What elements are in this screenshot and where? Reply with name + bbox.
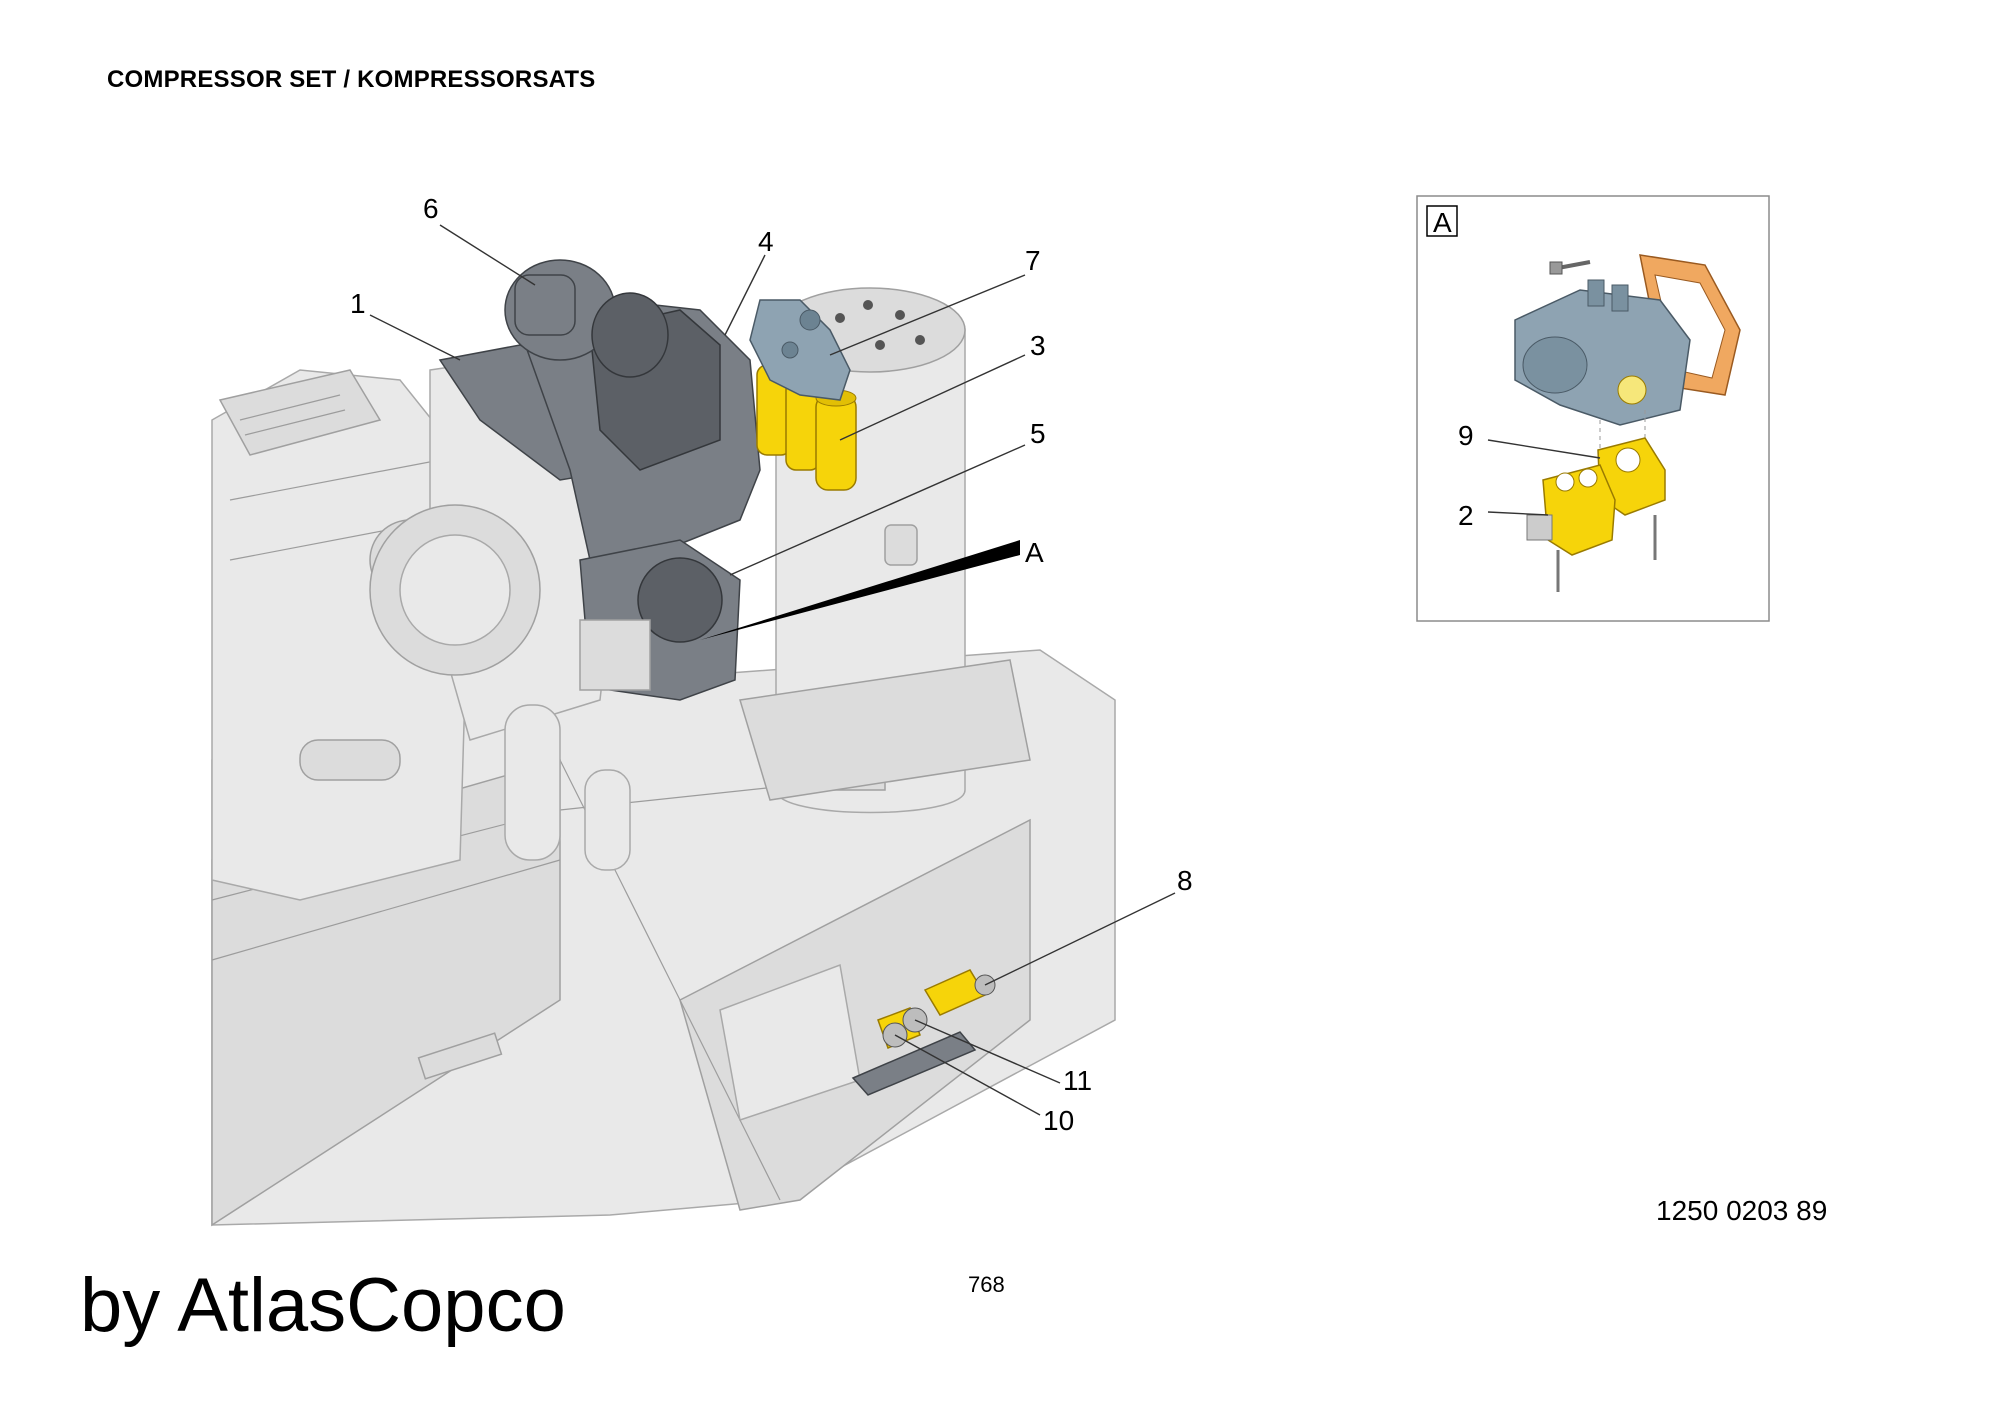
page-title: COMPRESSOR SET / KOMPRESSORSATS xyxy=(107,66,596,93)
callout-4: 4 xyxy=(758,226,774,257)
callout-8: 8 xyxy=(1177,865,1193,896)
document-number: 1250 0203 89 xyxy=(1656,1195,1828,1226)
callout-a: A xyxy=(1025,537,1044,568)
callout-1: 1 xyxy=(350,288,366,319)
detail-a-inset xyxy=(1416,195,1770,622)
callout-10: 10 xyxy=(1043,1105,1074,1136)
fuel-filter xyxy=(504,704,561,861)
compressor-set-illustration xyxy=(211,259,1116,1227)
page-number: 768 xyxy=(968,1272,1005,1297)
callout-9: 9 xyxy=(1458,420,1474,451)
chassis-front-panel xyxy=(679,818,1031,1211)
callout-6: 6 xyxy=(423,193,439,224)
callout-7: 7 xyxy=(1025,245,1041,276)
leader-lines xyxy=(369,224,1601,1116)
drain-valves xyxy=(851,969,996,1096)
engine-head xyxy=(218,369,382,456)
callout-11: 11 xyxy=(1063,1065,1092,1096)
callout-2: 2 xyxy=(1458,500,1474,531)
detail-label: A xyxy=(1433,207,1452,238)
detail-label-box xyxy=(1426,205,1458,237)
callout-5: 5 xyxy=(1030,418,1046,449)
detail-pointer-wedge xyxy=(700,540,1020,640)
callout-3: 3 xyxy=(1030,330,1046,361)
watermark-brand: by AtlasCopco xyxy=(80,1263,566,1348)
